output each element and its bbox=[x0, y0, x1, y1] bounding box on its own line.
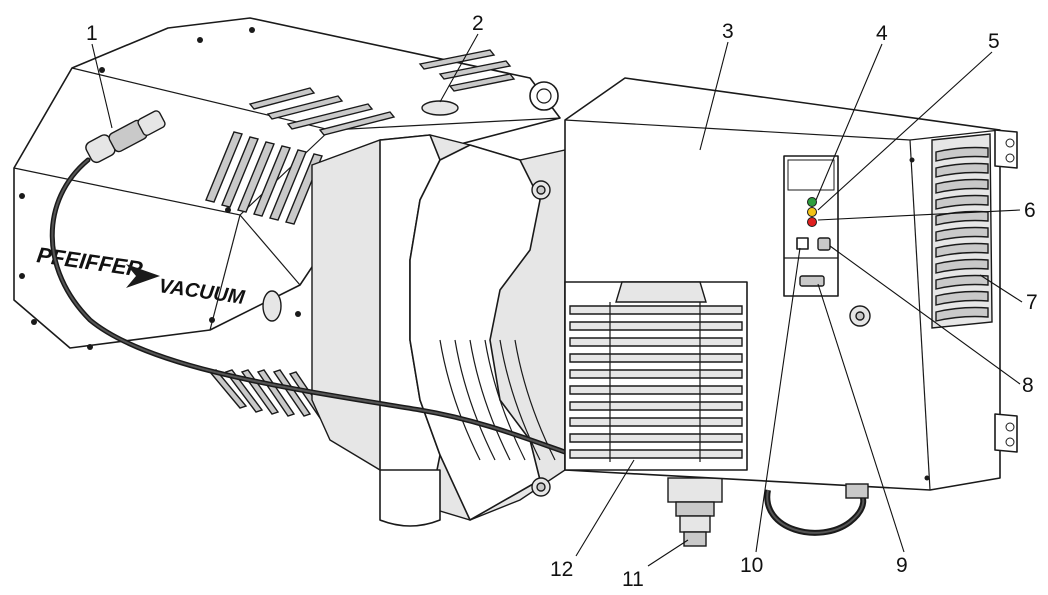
screw-icon bbox=[19, 273, 25, 279]
callout-label: 10 bbox=[740, 554, 763, 577]
pump-foot bbox=[379, 469, 441, 527]
callout-label: 8 bbox=[1022, 374, 1034, 397]
cable-gland-small bbox=[845, 483, 869, 499]
callout-label: 11 bbox=[622, 568, 644, 591]
mounting-bracket-bottom bbox=[994, 413, 1018, 453]
grille-slat bbox=[569, 401, 743, 411]
led-yellow-icon bbox=[807, 207, 817, 217]
screw-icon bbox=[249, 27, 255, 33]
grille-slat bbox=[569, 305, 743, 315]
callout-label: 1 bbox=[86, 22, 98, 45]
screw-icon bbox=[225, 207, 231, 213]
screw-icon bbox=[209, 317, 215, 323]
side-fan-grille bbox=[931, 133, 993, 329]
cable-gland bbox=[667, 477, 723, 547]
data-connector-port[interactable] bbox=[799, 275, 825, 287]
callout-label: 2 bbox=[472, 12, 484, 35]
screw-icon bbox=[87, 344, 93, 350]
callout-labels: 1 2 3 4 5 6 7 8 9 10 11 12 bbox=[86, 12, 1038, 591]
grille-slat bbox=[935, 162, 989, 178]
screw-icon bbox=[295, 311, 301, 317]
grille-slat bbox=[935, 194, 989, 210]
grille-slat bbox=[569, 321, 743, 331]
grille-slat bbox=[569, 433, 743, 443]
grille-slat bbox=[935, 178, 989, 194]
brand-arrow-icon bbox=[126, 264, 160, 288]
grille-slat bbox=[569, 417, 743, 427]
grille-slat bbox=[569, 449, 743, 459]
callout-label: 4 bbox=[876, 22, 888, 45]
cover-cooling-slots-top bbox=[248, 49, 516, 136]
grille-slat bbox=[935, 290, 989, 306]
front-fan-grille bbox=[564, 281, 748, 471]
callout-label: 7 bbox=[1026, 291, 1038, 314]
cover-access-hole-icon bbox=[262, 290, 282, 322]
callout-label: 6 bbox=[1024, 199, 1036, 222]
callout-label: 9 bbox=[896, 554, 908, 577]
grille-slat bbox=[569, 385, 743, 395]
callout-label: 12 bbox=[550, 558, 573, 581]
grille-slat bbox=[935, 242, 989, 258]
cover-opening-icon bbox=[421, 100, 459, 116]
cover-cooling-slots-side bbox=[205, 131, 323, 225]
motor-cover: PFEIFFER VACUUM bbox=[13, 17, 561, 419]
screw-icon bbox=[19, 193, 25, 199]
power-connector bbox=[85, 110, 166, 164]
mode-switch[interactable] bbox=[817, 237, 831, 251]
leader-lines bbox=[91, 33, 1023, 567]
grille-slat bbox=[569, 337, 743, 347]
callout-label: 3 bbox=[722, 20, 734, 43]
screw-icon bbox=[197, 37, 203, 43]
screw-icon bbox=[99, 67, 105, 73]
grille-slat bbox=[569, 369, 743, 379]
led-green-icon bbox=[807, 197, 817, 207]
service-button[interactable] bbox=[796, 237, 809, 250]
grille-slat bbox=[935, 226, 989, 242]
grille-slat bbox=[935, 306, 989, 322]
callout-label: 5 bbox=[988, 30, 1000, 53]
grille-slat bbox=[935, 146, 989, 162]
grille-slat bbox=[935, 274, 989, 290]
screw-icon bbox=[31, 319, 37, 325]
led-red-icon bbox=[807, 217, 817, 227]
control-panel bbox=[783, 155, 839, 297]
grille-slat bbox=[569, 353, 743, 363]
mounting-bracket-top bbox=[994, 129, 1018, 169]
pump-body bbox=[311, 81, 566, 527]
grille-slat bbox=[935, 258, 989, 274]
